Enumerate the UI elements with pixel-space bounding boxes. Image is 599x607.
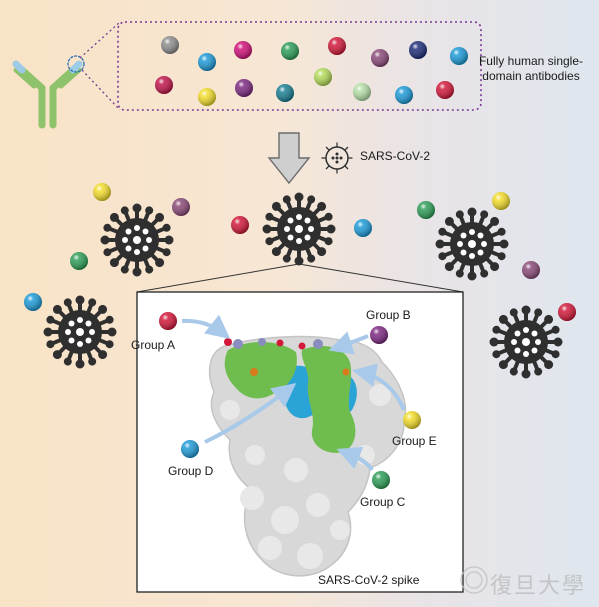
group-c-label: Group C [360,495,406,509]
virus-icon [98,201,176,279]
scattered-spheres [24,183,576,321]
binding-arrows [181,314,406,472]
library-spheres [155,36,468,106]
virus-icon [321,142,353,174]
virus-icon [41,293,119,371]
group-d-label: Group D [168,464,214,478]
spike-caption: SARS-CoV-2 spike [318,573,420,587]
down-arrow-icon [267,132,311,185]
virus-caption: SARS-CoV-2 [360,149,431,163]
group-a-label: Group A [131,338,176,352]
virus-icon [260,190,338,268]
group-b-label: Group B [366,308,411,322]
university-watermark: 復旦大學 [490,574,587,599]
antibody-icon [12,55,85,129]
zoom-lines-panel [136,263,464,293]
group-spheres [159,312,421,489]
zoom-lines-top [79,21,121,111]
library-caption: Fully human single-domain antibodies [478,54,584,83]
antibody-library-box [117,21,482,111]
group-e-label: Group E [392,434,437,448]
spike-protein-icon [208,335,407,577]
university-seal-icon [460,566,488,594]
virus-icon [433,205,511,283]
virus-icon [487,303,565,381]
